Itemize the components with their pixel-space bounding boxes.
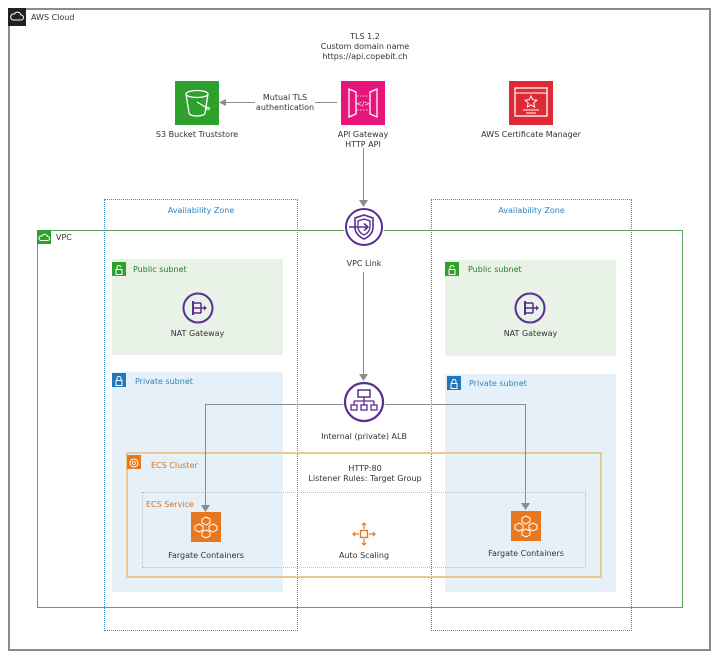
private-subnet-1 — [112, 372, 283, 592]
aws-cloud-badge — [8, 8, 26, 26]
vpc-badge — [37, 230, 51, 244]
public-subnet-1 — [112, 259, 283, 355]
private-subnet-2 — [445, 374, 616, 592]
aws-cloud-label: AWS Cloud — [31, 13, 75, 22]
public-subnet-1-label: Public subnet — [133, 265, 187, 274]
lock-icon — [450, 379, 458, 389]
mtls-label: Mutual TLS authentication — [255, 93, 315, 113]
api-gateway-label: API Gateway HTTP API — [313, 130, 413, 150]
fargate-container-1-node[interactable] — [191, 512, 221, 542]
fargate-icon — [194, 516, 218, 539]
nat-gateway-1-icon — [181, 291, 215, 325]
listener-protocol: HTTP:80 — [348, 464, 382, 473]
custom-domain-url: https://api.copebit.ch — [322, 52, 408, 61]
unlocked-icon — [448, 265, 456, 275]
mtls-label-line1: Mutual TLS — [262, 93, 308, 102]
public-subnet-2-label: Public subnet — [468, 265, 522, 274]
public-subnet-1-badge — [112, 262, 126, 276]
fargate-container-2-node[interactable] — [511, 511, 541, 541]
lock-icon — [115, 376, 123, 386]
nat-gateway-2-icon — [513, 291, 547, 325]
ecs-cluster-label: ECS Cluster — [151, 461, 198, 470]
alb-to-container-1-connector — [205, 404, 206, 508]
api-to-vpclink-connector — [363, 148, 364, 204]
private-subnet-2-label: Private subnet — [469, 379, 527, 388]
vpclink-arrowhead — [359, 200, 368, 207]
vpclink-to-alb-connector — [363, 272, 364, 376]
alb-node[interactable] — [343, 381, 385, 423]
availability-zone-2-label: Availability Zone — [498, 206, 565, 215]
vpc-link-node[interactable] — [344, 207, 384, 247]
s3-bucket-label: S3 Bucket Truststore — [155, 130, 239, 139]
mtls-arrowhead — [219, 99, 226, 106]
tls-version: TLS 1.2 — [350, 32, 380, 41]
nat-gateway-2-label: NAT Gateway — [503, 329, 558, 338]
alb-label: Internal (private) ALB — [321, 432, 407, 441]
availability-zone-2 — [431, 199, 632, 631]
nat-gateway-1-label: NAT Gateway — [170, 329, 225, 338]
ecs-service-label: ECS Service — [146, 500, 194, 509]
acm-label: AWS Certificate Manager — [481, 130, 581, 139]
private-subnet-1-label: Private subnet — [135, 377, 193, 386]
cloud-icon — [10, 11, 24, 21]
listener-rules: Listener Rules: Target Group — [308, 474, 422, 483]
availability-zone-1-label: Availability Zone — [167, 206, 235, 215]
container-1-arrowhead — [201, 505, 210, 512]
api-gateway-name: API Gateway — [337, 130, 389, 139]
certificate-manager-icon — [514, 87, 548, 117]
vpc-cloud-icon — [38, 233, 50, 241]
fargate-icon — [514, 515, 538, 538]
private-subnet-1-badge — [112, 373, 126, 387]
availability-zone-1 — [104, 199, 298, 631]
aws-cloud-group — [8, 8, 711, 651]
ecs-service-group — [142, 492, 586, 568]
svg-text:</>: </> — [356, 100, 370, 108]
s3-bucket-icon — [185, 89, 210, 117]
ecs-icon — [129, 458, 139, 468]
private-subnet-2-badge — [447, 376, 461, 390]
listener-note: HTTP:80 Listener Rules: Target Group — [300, 464, 430, 484]
custom-domain-label: Custom domain name — [320, 42, 410, 51]
api-gateway-icon: </> — [348, 88, 378, 118]
public-subnet-2-badge — [445, 262, 459, 276]
api-gateway-type: HTTP API — [345, 140, 381, 149]
vpc-link-icon — [345, 208, 383, 246]
auto-scaling-node[interactable] — [351, 521, 377, 547]
alb-arrowhead — [359, 374, 368, 381]
fargate-container-2-label: Fargate Containers — [488, 549, 564, 558]
auto-scaling-icon — [352, 522, 376, 546]
auto-scaling-label: Auto Scaling — [338, 551, 390, 560]
s3-bucket-node[interactable] — [175, 81, 219, 125]
ecs-cluster-group — [126, 452, 602, 578]
unlocked-icon — [115, 265, 123, 275]
vpc-link-label: VPC Link — [346, 259, 382, 268]
tls-note: TLS 1.2 Custom domain name https://api.c… — [300, 32, 430, 62]
mtls-label-line2: authentication — [255, 103, 315, 112]
alb-to-container-2-connector — [525, 404, 526, 506]
vpc-label: VPC — [56, 233, 72, 242]
load-balancer-icon — [343, 381, 385, 423]
acm-node[interactable] — [509, 81, 553, 125]
container-2-arrowhead — [521, 503, 530, 510]
api-gateway-node[interactable]: </> — [341, 81, 385, 125]
ecs-cluster-badge — [127, 455, 141, 469]
fargate-container-1-label: Fargate Containers — [168, 551, 244, 560]
